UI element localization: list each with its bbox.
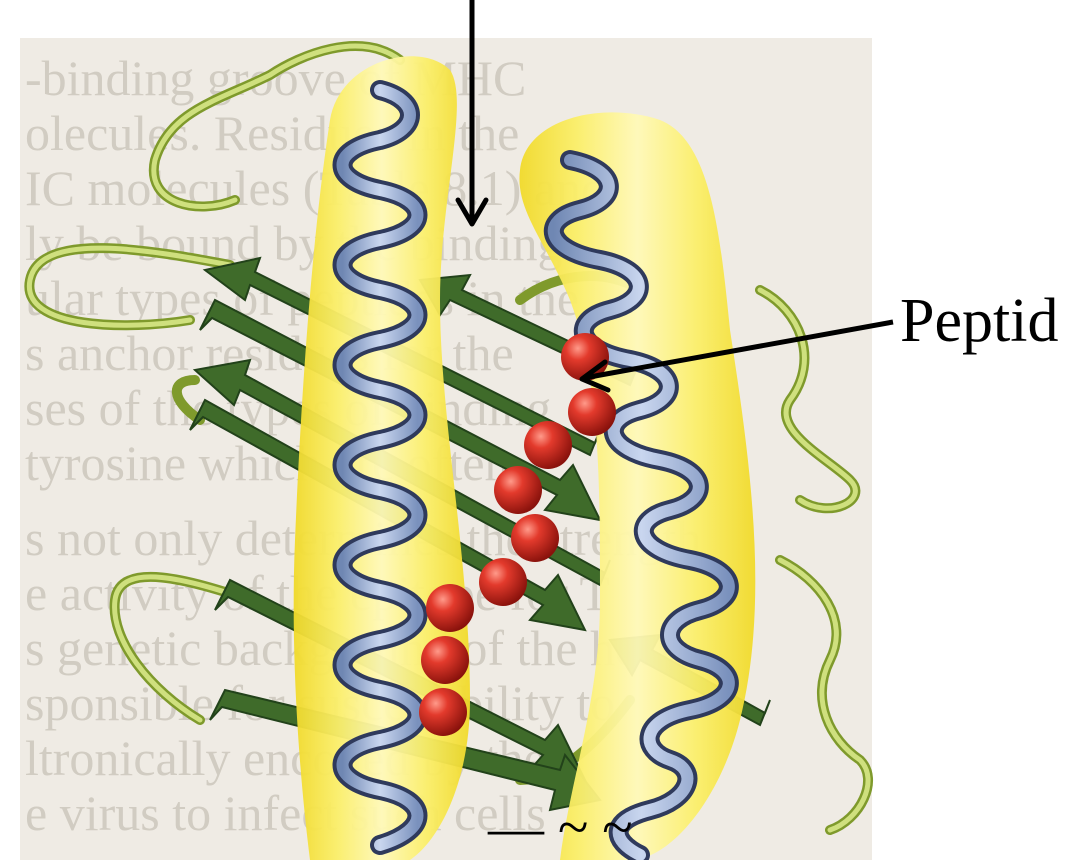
peptide-residue [419, 688, 467, 736]
svg-text:ly be bound by the binding: ly be bound by the binding [25, 215, 562, 271]
peptide-residue [568, 388, 616, 436]
peptide-residue [494, 466, 542, 514]
peptide-residue [426, 584, 474, 632]
bottom-mark: — ~ ~ [487, 797, 633, 859]
svg-text:IC molecules (Table 8.1) and: IC molecules (Table 8.1) and [25, 160, 606, 216]
svg-text:e virus to infect such cells: e virus to infect such cells [25, 785, 546, 841]
peptide-residue [524, 421, 572, 469]
peptide-residue [421, 636, 469, 684]
peptide-residue [479, 558, 527, 606]
peptide-residue [511, 514, 559, 562]
peptide-label: Peptid [900, 290, 1058, 352]
